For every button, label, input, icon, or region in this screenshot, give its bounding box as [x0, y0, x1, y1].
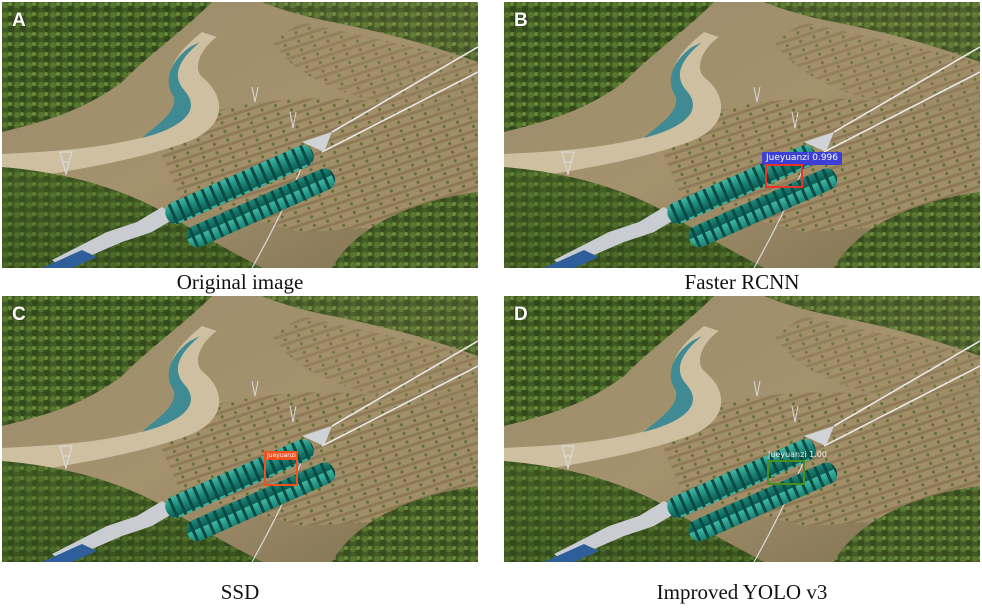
detection-label-b: Jueyuanzi 0.996	[762, 152, 842, 165]
detection-label-d: Jueyuanzi 1.00	[768, 450, 827, 459]
panel-a-image: A	[2, 2, 478, 268]
detection-box-d	[767, 460, 805, 485]
detection-box-b	[765, 164, 803, 188]
panel-b-image: B Jueyuanzi 0.996	[504, 2, 980, 268]
panel-c-image: C Jueyuanzi	[2, 296, 478, 562]
panel-letter-a: A	[12, 10, 26, 31]
panel-letter-d: D	[514, 304, 528, 325]
caption-b: Faster RCNN	[684, 270, 800, 294]
caption-d: Improved YOLO v3	[656, 580, 828, 604]
caption-a: Original image	[176, 270, 304, 294]
panel-letter-b: B	[514, 10, 528, 31]
detection-label-c: Jueyuanzi	[266, 452, 297, 460]
panel-letter-c: C	[12, 304, 26, 325]
caption-c: SSD	[220, 580, 260, 604]
panel-d-image: D Jueyuanzi 1.00	[504, 296, 980, 562]
